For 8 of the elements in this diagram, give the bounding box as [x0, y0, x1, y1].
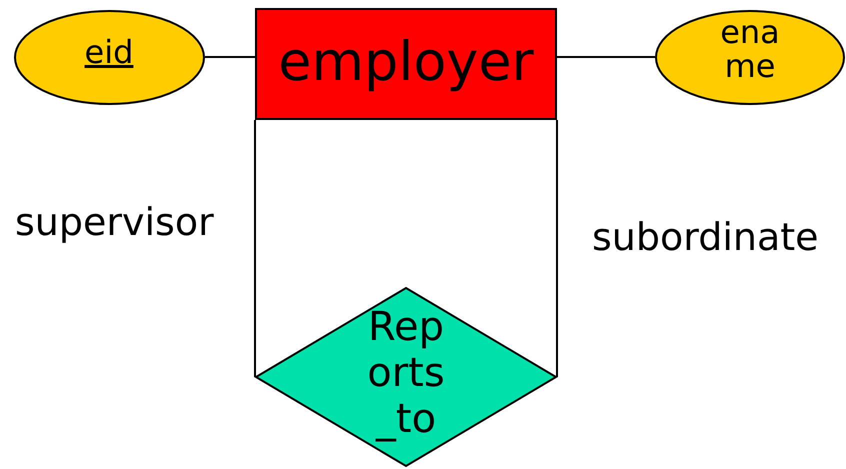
connector-line: [557, 56, 655, 58]
attribute-name: ename: [719, 16, 781, 84]
entity-name: employer: [277, 34, 535, 91]
connector-line: [254, 120, 256, 377]
connector-line: [205, 56, 255, 58]
key-attribute-name: eid: [84, 36, 134, 70]
relationship-name: Reports_to: [366, 304, 446, 442]
connector-line: [556, 120, 558, 377]
